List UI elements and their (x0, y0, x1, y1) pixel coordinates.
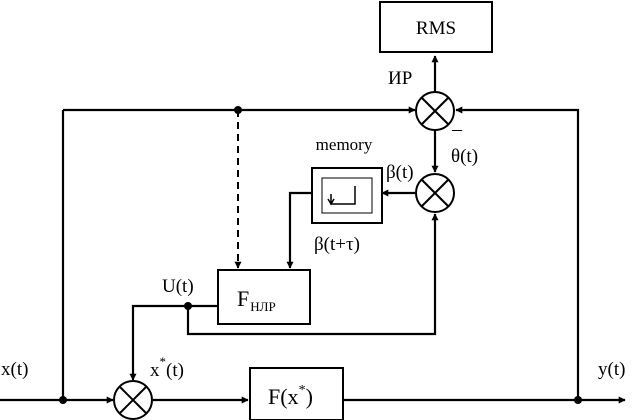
junction-top (234, 106, 242, 114)
bottom-multiplier-junction (113, 380, 153, 420)
label-beta-t-tau: β(t+τ) (314, 234, 360, 255)
wire-memory-to-fnlr (286, 191, 312, 269)
label-theta-t: θ(t) (451, 146, 478, 167)
x-star-superscript: * (160, 354, 167, 369)
f-x-prefix: F(x (268, 384, 299, 409)
junction-input (59, 396, 67, 404)
label-ir: ИР (388, 68, 412, 89)
top-summer-junction (415, 91, 455, 131)
memory-loop-arrow-icon (327, 194, 335, 206)
right-multiplier-junction (415, 173, 455, 213)
f-nlr-main: F (237, 286, 249, 311)
rms-label: RMS (416, 18, 456, 39)
label-y-t: y(t) (598, 359, 625, 380)
label-x-star-t: x*(t) (150, 354, 184, 381)
junction-output (574, 396, 582, 404)
label-u-t: U(t) (162, 276, 194, 297)
f-nlr-subscript: НЛР (250, 299, 275, 314)
f-x-superscript: * (299, 383, 306, 398)
memory-loop-icon (331, 186, 356, 205)
f-x-block (249, 367, 344, 420)
memory-title: memory (316, 135, 373, 154)
f-nlr-label: FНЛР (237, 286, 276, 314)
label-x-t: x(t) (1, 359, 28, 380)
rms-block (379, 1, 493, 53)
x-star-suffix: (t) (166, 360, 184, 381)
f-x-suffix: ) (306, 384, 313, 409)
wire-u-to-multiplier (186, 213, 439, 336)
label-minus: – (451, 118, 463, 140)
wire-output-feedback (455, 106, 580, 400)
memory-inner-frame (321, 177, 373, 214)
f-nlr-block (217, 269, 311, 325)
label-beta-t: β(t) (386, 162, 414, 183)
junction-u (184, 302, 192, 310)
memory-block (311, 167, 383, 224)
f-x-label: F(x*) (268, 383, 313, 409)
x-star-prefix: x (150, 360, 160, 381)
